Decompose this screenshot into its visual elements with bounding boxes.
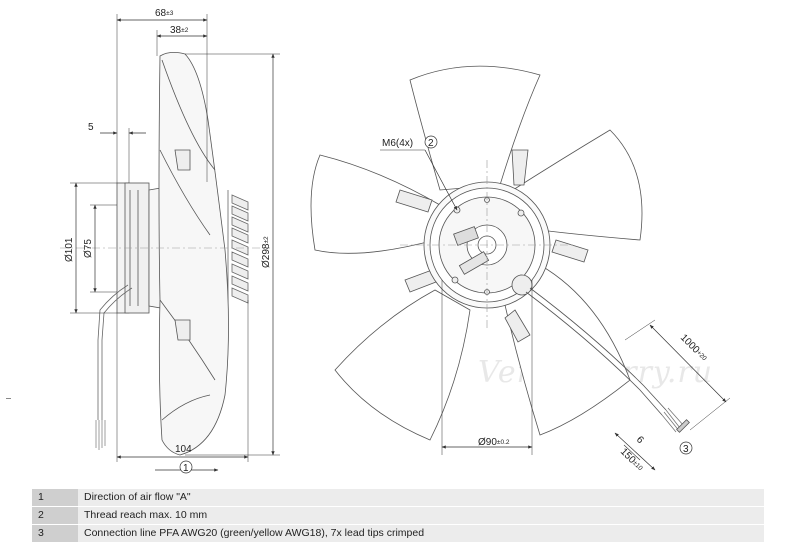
side-labels: 68±3 38±2 5 Ø101 Ø75 Ø298±2 104 xyxy=(64,8,272,455)
note-row: 1 Direction of air flow "A" xyxy=(32,489,764,506)
technical-drawing: Ventilatorry.ru xyxy=(60,8,731,474)
svg-text:2: 2 xyxy=(428,138,434,149)
side-view xyxy=(60,52,270,456)
dim-298: Ø298±2 xyxy=(261,236,272,268)
note-text: Thread reach max. 10 mm xyxy=(78,507,764,524)
dim-68: 68±3 xyxy=(155,8,174,19)
dim-38: 38±2 xyxy=(170,25,189,36)
note-text: Direction of air flow "A" xyxy=(78,489,764,506)
dim-101: Ø101 xyxy=(64,237,75,262)
note-text: Connection line PFA AWG20 (green/yellow … xyxy=(78,525,764,542)
front-view xyxy=(310,65,690,441)
dim-150: 150±10 xyxy=(618,446,645,473)
margin-tick xyxy=(6,398,11,399)
callout-2: 2 xyxy=(424,135,438,149)
notes-table: 1 Direction of air flow "A" 2 Thread rea… xyxy=(32,489,764,543)
callout-1: 1 xyxy=(179,460,193,474)
front-dimensions xyxy=(380,149,731,471)
note-row: 3 Connection line PFA AWG20 (green/yello… xyxy=(32,525,764,542)
callout-3: 3 xyxy=(679,441,693,455)
label-thread: M6(4x) xyxy=(382,138,413,149)
svg-text:1: 1 xyxy=(183,463,189,474)
note-row: 2 Thread reach max. 10 mm xyxy=(32,507,764,524)
dim-75: Ø75 xyxy=(83,239,94,258)
note-number: 2 xyxy=(32,507,78,524)
dim-6: 6 xyxy=(634,434,646,446)
note-number: 3 xyxy=(32,525,78,542)
dim-90: Ø90±0.2 xyxy=(478,437,510,448)
dim-5: 5 xyxy=(88,122,94,133)
note-number: 1 xyxy=(32,489,78,506)
svg-text:3: 3 xyxy=(683,444,689,455)
dim-104: 104 xyxy=(175,444,192,455)
